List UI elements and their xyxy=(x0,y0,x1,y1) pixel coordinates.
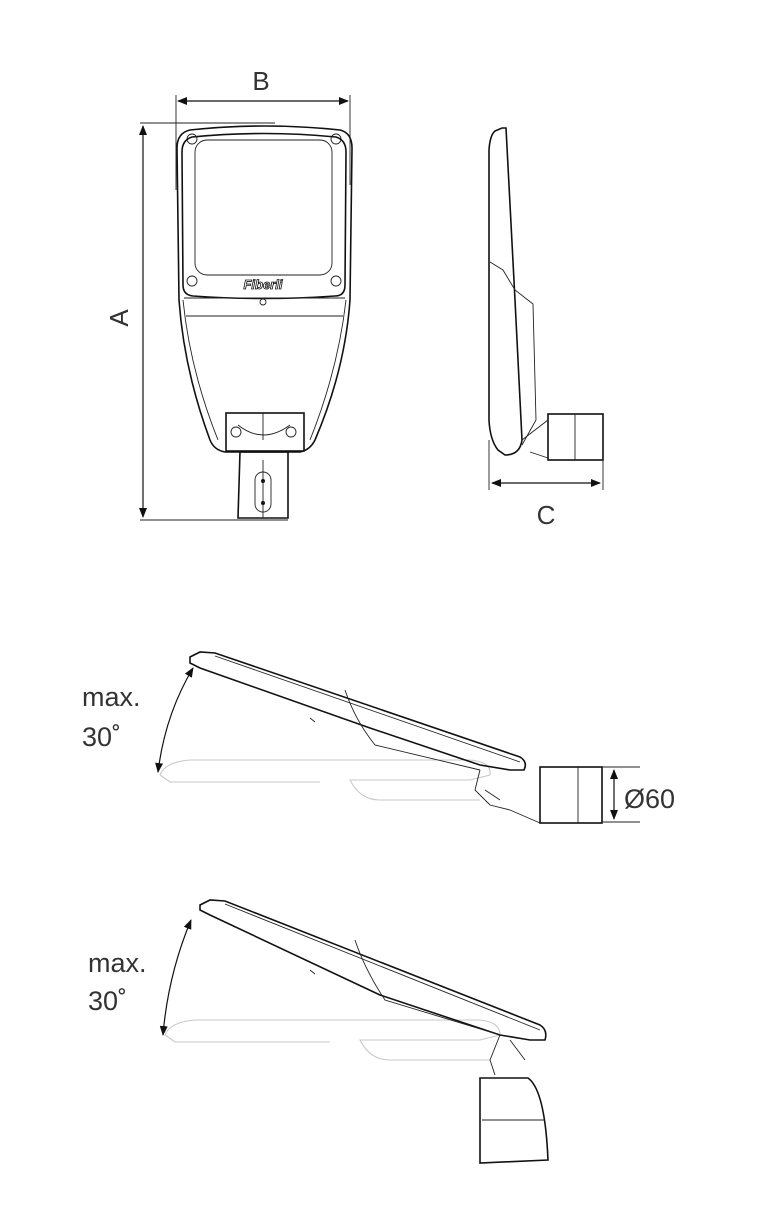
bracket-detail xyxy=(237,413,291,440)
screw-icon xyxy=(186,133,342,287)
sensor-icon xyxy=(259,298,267,306)
clamp-slot xyxy=(254,471,272,513)
brand-logo: Fiberli xyxy=(243,277,282,292)
housing-detail xyxy=(224,903,541,1036)
tilted-housing xyxy=(199,899,547,1041)
housing-edge xyxy=(182,299,347,441)
tilt-angle-label: 30˚ xyxy=(88,986,127,1016)
dimension-a-label: A xyxy=(104,309,134,327)
housing-outline xyxy=(176,125,353,453)
ghost-housing xyxy=(164,1019,501,1061)
side-pole-adapter xyxy=(547,413,604,461)
bracket xyxy=(225,412,305,452)
pole-adapter xyxy=(539,766,603,824)
dimension-c-label: C xyxy=(537,500,556,530)
tilt-max-label: max. xyxy=(88,948,147,978)
tilt-view-vertical-mount: max. 30˚ xyxy=(88,899,549,1164)
side-view: C xyxy=(488,127,604,530)
pole-clamp xyxy=(237,451,289,519)
tilt-max-label: max. xyxy=(82,682,141,712)
frame xyxy=(181,132,347,300)
tilt-view-horizontal-mount: Ø60 max. 30˚ xyxy=(82,651,675,824)
lens-window xyxy=(194,139,333,276)
bolt-icon xyxy=(285,426,297,438)
side-housing xyxy=(488,127,523,456)
dimension-b-label: B xyxy=(252,66,269,96)
front-view: B A Fiberli xyxy=(104,66,353,521)
tilt-angle-arrow xyxy=(155,667,194,773)
hinge xyxy=(489,1034,526,1076)
pole-adapter xyxy=(479,1077,549,1164)
tilt-angle-arrow xyxy=(159,919,192,1036)
side-body xyxy=(489,261,537,446)
tilted-housing xyxy=(189,651,527,771)
hinge xyxy=(474,769,541,824)
tilt-angle-label: 30˚ xyxy=(82,722,121,752)
diameter-label: Ø60 xyxy=(624,784,675,814)
housing-detail xyxy=(214,655,521,771)
hinge xyxy=(521,419,549,459)
ghost-housing xyxy=(159,759,491,801)
bolt-icon xyxy=(230,426,242,438)
